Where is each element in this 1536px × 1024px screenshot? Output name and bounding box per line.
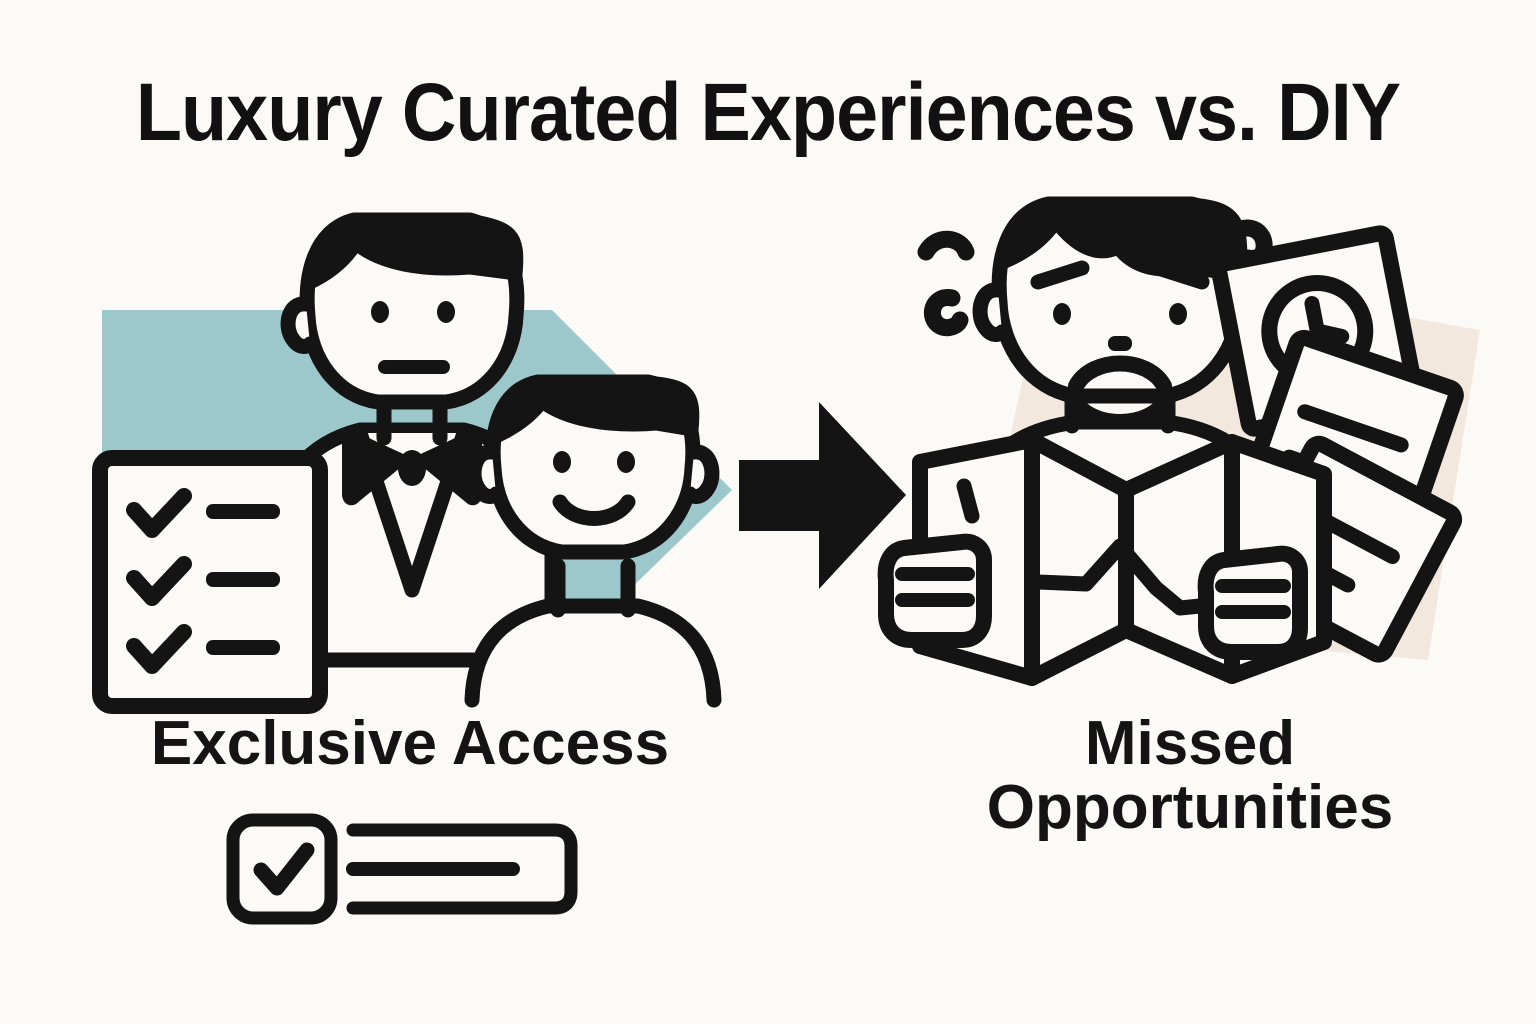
right-arrow-icon — [735, 398, 910, 593]
checked-checkbox-icon — [226, 813, 338, 925]
bow-tie-icon — [342, 430, 482, 506]
concierge-face-features — [371, 301, 455, 374]
map-route-line — [956, 478, 1228, 616]
page-title: Luxury Curated Experiences vs. DIY — [135, 67, 1401, 158]
worried-face-features — [1030, 260, 1210, 394]
left-hand-icon — [877, 533, 992, 648]
checkbox-with-lines-badge — [225, 812, 585, 927]
left-illustration — [60, 190, 760, 714]
panel-exclusive-access — [60, 190, 760, 714]
client-face-features — [552, 451, 636, 526]
text-lines-placeholder-icon — [346, 823, 578, 915]
checklist-clipboard-icon — [92, 450, 328, 714]
caption-left-line-1: Exclusive Access — [150, 709, 670, 778]
caption-right-line-2: Opportunities — [986, 773, 1394, 843]
caption-right-line-1: Missed — [1084, 709, 1296, 778]
smiling-client-person-icon — [464, 374, 722, 708]
right-illustration — [877, 190, 1500, 710]
caption-exclusive-access: Exclusive Access — [60, 709, 760, 778]
right-hand-icon — [1197, 545, 1308, 660]
caption-missed-opportunities: Missed Opportunities — [880, 709, 1500, 843]
panel-missed-opportunities — [877, 190, 1500, 710]
